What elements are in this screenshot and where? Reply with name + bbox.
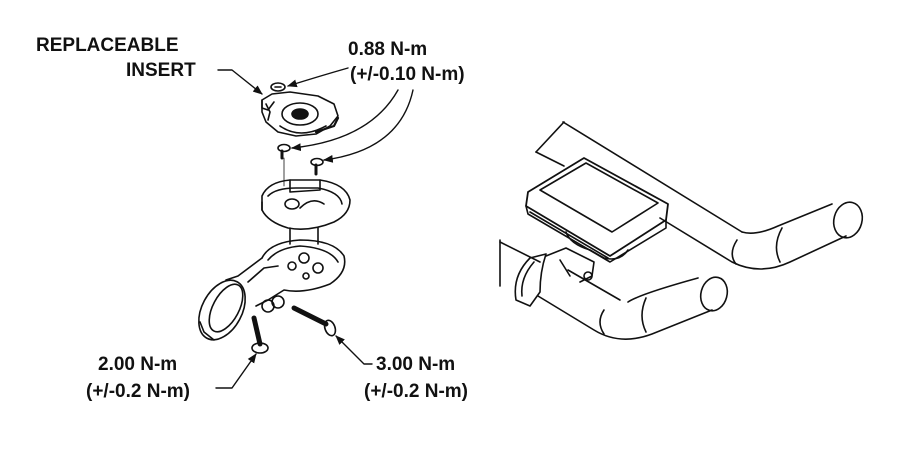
assembled-view — [499, 121, 864, 340]
base-ring-part — [261, 179, 351, 230]
leader-mid-left — [291, 89, 399, 151]
top-tolerance-label: (+/-0.10 N-m) — [350, 64, 465, 85]
left-tolerance-label: (+/-0.2 N-m) — [86, 381, 190, 402]
insert-label-line1: REPLACEABLE — [36, 35, 179, 56]
leader-lines — [215, 67, 414, 389]
leader-insert — [217, 69, 263, 95]
right-tolerance-label: (+/-0.2 N-m) — [364, 381, 468, 402]
insert-label-line2: INSERT — [126, 60, 196, 81]
leader-top-screw — [287, 67, 349, 88]
middle-screw-right — [310, 157, 324, 176]
leader-mid-right — [323, 89, 414, 163]
right-torque-label: 3.00 N-m — [376, 354, 456, 375]
mount-stem-clamp — [198, 227, 346, 341]
exploded-assembly — [198, 82, 351, 354]
left-torque-label: 2.00 N-m — [98, 354, 178, 375]
aerobar-lower — [499, 239, 729, 340]
top-torque-label: 0.88 N-m — [348, 39, 428, 60]
leader-lower-right — [335, 335, 373, 365]
leader-lower-left — [215, 353, 257, 389]
assembled-clamp — [514, 247, 595, 307]
lower-screw-right — [291, 305, 337, 337]
lower-screw-left — [251, 315, 269, 354]
replaceable-insert-part — [261, 91, 340, 137]
bike-computer — [525, 157, 669, 263]
top-screw — [270, 82, 286, 92]
aerobar-upper — [535, 121, 864, 270]
